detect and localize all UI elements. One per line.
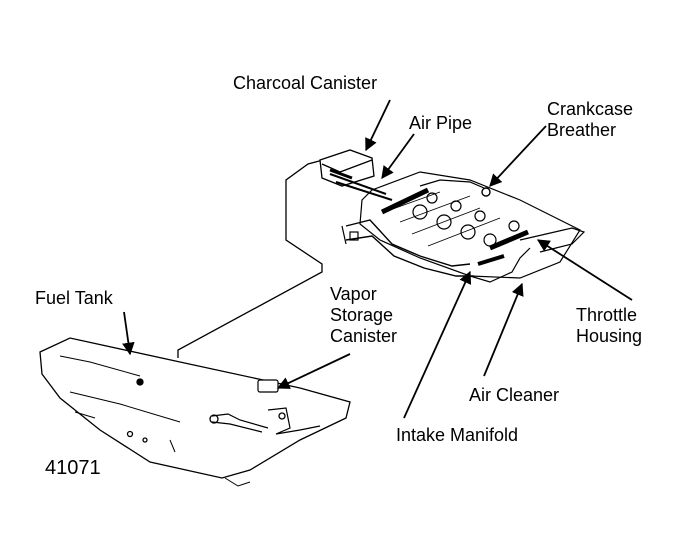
vapor-line [177, 155, 339, 358]
air-pipe-drawing [329, 173, 393, 201]
label-intake-manifold: Intake Manifold [396, 425, 519, 445]
label-charcoal-canister: Charcoal Canister [233, 73, 378, 93]
fuel-tank-drawing [39, 337, 351, 487]
label-throttle-housing: Throttle Housing [576, 305, 642, 347]
label-vapor-storage-canister-line2: Storage [330, 305, 394, 325]
label-vapor-storage-canister-line1: Vapor [330, 284, 377, 304]
engine-drawing [341, 171, 586, 283]
label-crankcase-breather: Crankcase Breather [547, 99, 633, 141]
label-vapor-storage-canister: Vapor Storage Canister [330, 284, 397, 347]
figure-number: 41071 [45, 457, 101, 479]
label-vapor-storage-canister-line3: Canister [330, 326, 398, 346]
label-throttle-housing-line2: Housing [576, 326, 643, 346]
label-crankcase-breather-line1: Crankcase [547, 99, 634, 119]
charcoal-canister-drawing [319, 149, 375, 187]
label-fuel-tank: Fuel Tank [35, 288, 113, 308]
label-air-cleaner: Air Cleaner [469, 385, 560, 405]
leader-arrows [122, 99, 633, 419]
label-air-pipe: Air Pipe [409, 113, 473, 133]
label-crankcase-breather-line2: Breather [547, 120, 617, 140]
vapor-storage-canister-drawing [257, 379, 279, 393]
label-throttle-housing-line1: Throttle [576, 305, 638, 325]
